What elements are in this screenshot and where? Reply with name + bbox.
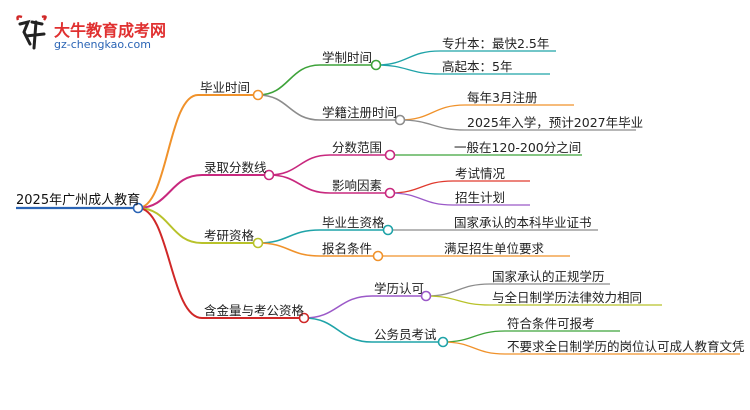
node-dot [382, 224, 394, 236]
site-logo: 大牛教育成考网 gz-chengkao.com [14, 14, 167, 56]
connector-line [389, 192, 454, 206]
connector-line [399, 104, 466, 121]
connector-line [399, 119, 466, 131]
branch-topic: 毕业时间 [200, 80, 251, 95]
logo-url: gz-chengkao.com [54, 38, 151, 51]
connector-line [425, 295, 491, 306]
node-dot [384, 187, 396, 199]
connector-line [389, 180, 454, 194]
leaf-topic: 满足招生单位要求 [444, 241, 545, 256]
leaf-topic: 符合条件可报考 [507, 316, 595, 331]
branch-topic: 考研资格 [204, 228, 255, 243]
connector-line [137, 207, 203, 319]
leaf-topic: 一般在120-200分之间 [454, 140, 582, 155]
leaf-topic: 专升本：最快2.5年 [442, 36, 550, 51]
subtopic: 公务员考试 [374, 327, 437, 342]
leaf-topic: 每年3月注册 [467, 90, 538, 105]
leaf-topic: 招生计划 [455, 190, 506, 205]
leaf-topic: 国家承认的正规学历 [492, 269, 605, 284]
connector-line [257, 242, 321, 257]
connector-line [257, 94, 321, 121]
logo-title: 大牛教育成考网 [54, 21, 167, 40]
connector-line [375, 50, 441, 66]
connector-line [303, 295, 373, 319]
connector-line [375, 64, 441, 75]
leaf-topic: 考试情况 [455, 166, 506, 181]
node-dot [437, 336, 449, 348]
subtopic: 学制时间 [322, 50, 373, 65]
subtopic: 毕业生资格 [322, 215, 385, 230]
subtopic: 学籍注册时间 [322, 105, 398, 120]
connector-line [257, 64, 321, 96]
subtopic: 分数范围 [332, 140, 383, 155]
subtopic: 学历认可 [374, 281, 425, 296]
leaf-topic: 2025年入学，预计2027年毕业 [467, 115, 644, 130]
branch-topic: 含金量与考公资格 [204, 303, 305, 318]
root-topic: 2025年广州成人教育 [16, 193, 141, 208]
node-dot [252, 89, 264, 101]
node-dot [263, 169, 275, 181]
subtopic: 影响因素 [332, 178, 383, 193]
branch-topic: 录取分数线 [204, 160, 267, 175]
node-dot [370, 59, 382, 71]
node-dot [298, 312, 310, 324]
connector-line [268, 174, 331, 194]
connector-line [303, 317, 373, 343]
subtopic: 报名条件 [322, 241, 373, 256]
leaf-topic: 不要求全日制学历的岗位认可成人教育文凭 [507, 339, 745, 354]
node-dot [420, 290, 432, 302]
node-dot [394, 114, 406, 126]
connector-line [137, 174, 203, 209]
node-dot [132, 202, 144, 214]
connector-line [137, 94, 199, 209]
connector-line [268, 154, 331, 176]
connector-line [442, 330, 506, 343]
leaf-topic: 与全日制学历法律效力相同 [492, 290, 643, 305]
ox-logo-icon [16, 15, 47, 50]
connector-line [442, 341, 506, 355]
node-dot [384, 149, 396, 161]
connector-line [137, 207, 203, 244]
connector-line [425, 283, 491, 297]
leaf-topic: 高起本：5年 [442, 59, 513, 74]
node-dot [372, 250, 384, 262]
node-dot [252, 237, 264, 249]
connector-line [257, 229, 321, 244]
leaf-topic: 国家承认的本科毕业证书 [454, 215, 592, 230]
